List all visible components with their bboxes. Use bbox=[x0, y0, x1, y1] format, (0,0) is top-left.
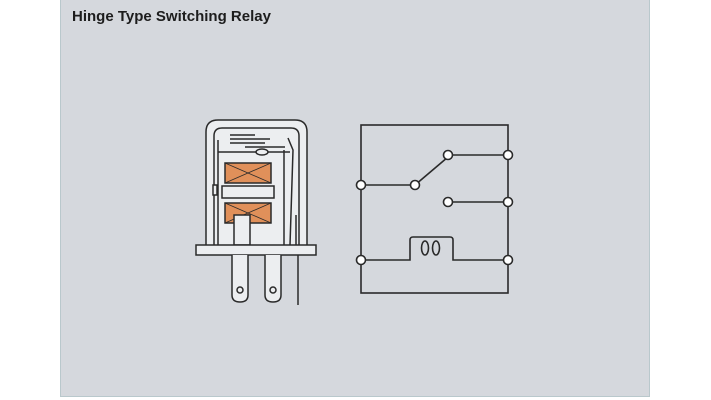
switch-pivot-node bbox=[409, 179, 421, 191]
contact-no-node bbox=[442, 196, 454, 208]
terminal-node bbox=[355, 254, 367, 266]
coil-upper bbox=[224, 162, 272, 184]
coil-loop-icon bbox=[420, 240, 430, 256]
relay-cutaway-drawing bbox=[195, 119, 317, 305]
terminal-node bbox=[502, 254, 514, 266]
terminal-node bbox=[355, 179, 367, 191]
contact-nc-node bbox=[442, 149, 454, 161]
figure-panel: Hinge Type Switching Relay bbox=[60, 0, 650, 397]
terminal-node bbox=[502, 149, 514, 161]
relay-schematic bbox=[355, 124, 514, 294]
terminal-node bbox=[502, 196, 514, 208]
figure-title: Hinge Type Switching Relay bbox=[72, 8, 271, 25]
coil-loop-icon bbox=[431, 240, 441, 256]
